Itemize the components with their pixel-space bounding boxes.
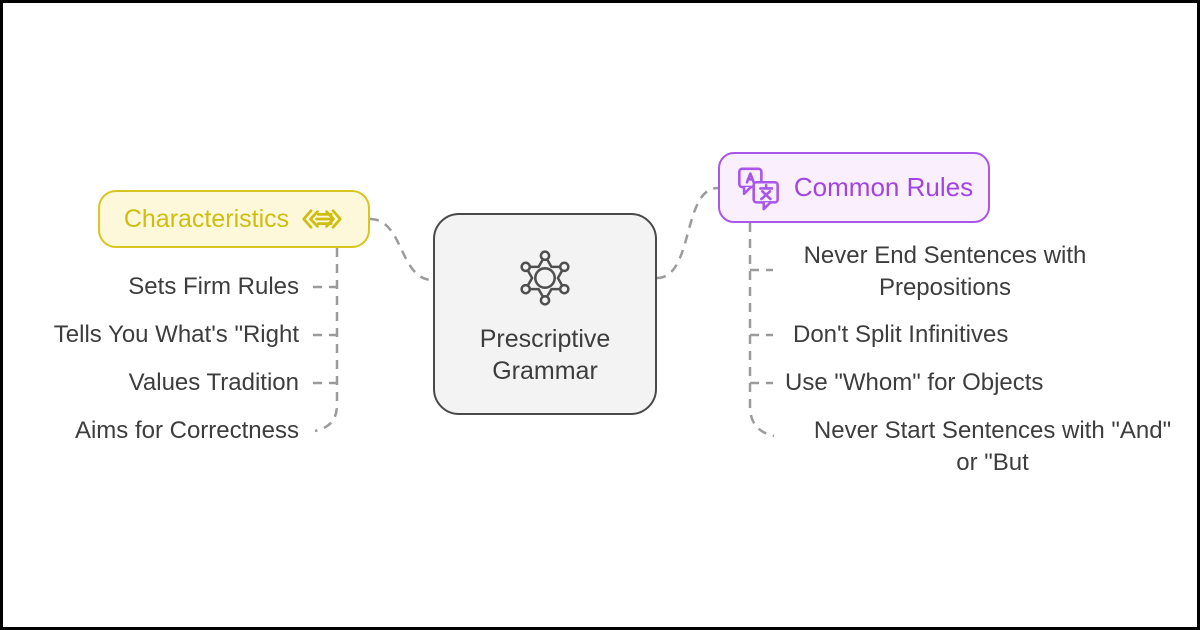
left-branch-spine xyxy=(314,248,339,433)
connector-left-to-center xyxy=(369,217,434,282)
node-characteristics: Characteristics xyxy=(98,190,370,248)
translate-icon xyxy=(737,167,779,210)
node-prescriptive-grammar: Prescriptive Grammar xyxy=(433,213,657,415)
characteristic-item-3: Values Tradition xyxy=(128,369,299,396)
center-node-title: Prescriptive Grammar xyxy=(479,325,611,385)
common-rules-label: Common Rules xyxy=(793,172,974,202)
right-branch-spine xyxy=(748,223,775,438)
sheriff-star-icon xyxy=(520,250,570,306)
swap-arrows-icon xyxy=(302,209,342,229)
characteristics-label: Characteristics xyxy=(123,204,290,233)
node-common-rules: Common Rules xyxy=(718,152,990,223)
rule-item-3: Use "Whom" for Objects xyxy=(785,369,1044,396)
rule-item-4: Never Start Sentences with "And" or "But xyxy=(813,417,1172,476)
characteristic-item-1: Sets Firm Rules xyxy=(128,273,299,300)
rule-item-1: Never End Sentences with Prepositions xyxy=(803,242,1087,301)
rule-item-2: Don't Split Infinitives xyxy=(793,321,1009,348)
connector-lines xyxy=(313,186,775,438)
connector-center-to-right xyxy=(656,186,719,280)
characteristic-item-4: Aims for Correctness xyxy=(74,417,299,444)
characteristic-item-2: Tells You What's "Right xyxy=(53,321,299,348)
